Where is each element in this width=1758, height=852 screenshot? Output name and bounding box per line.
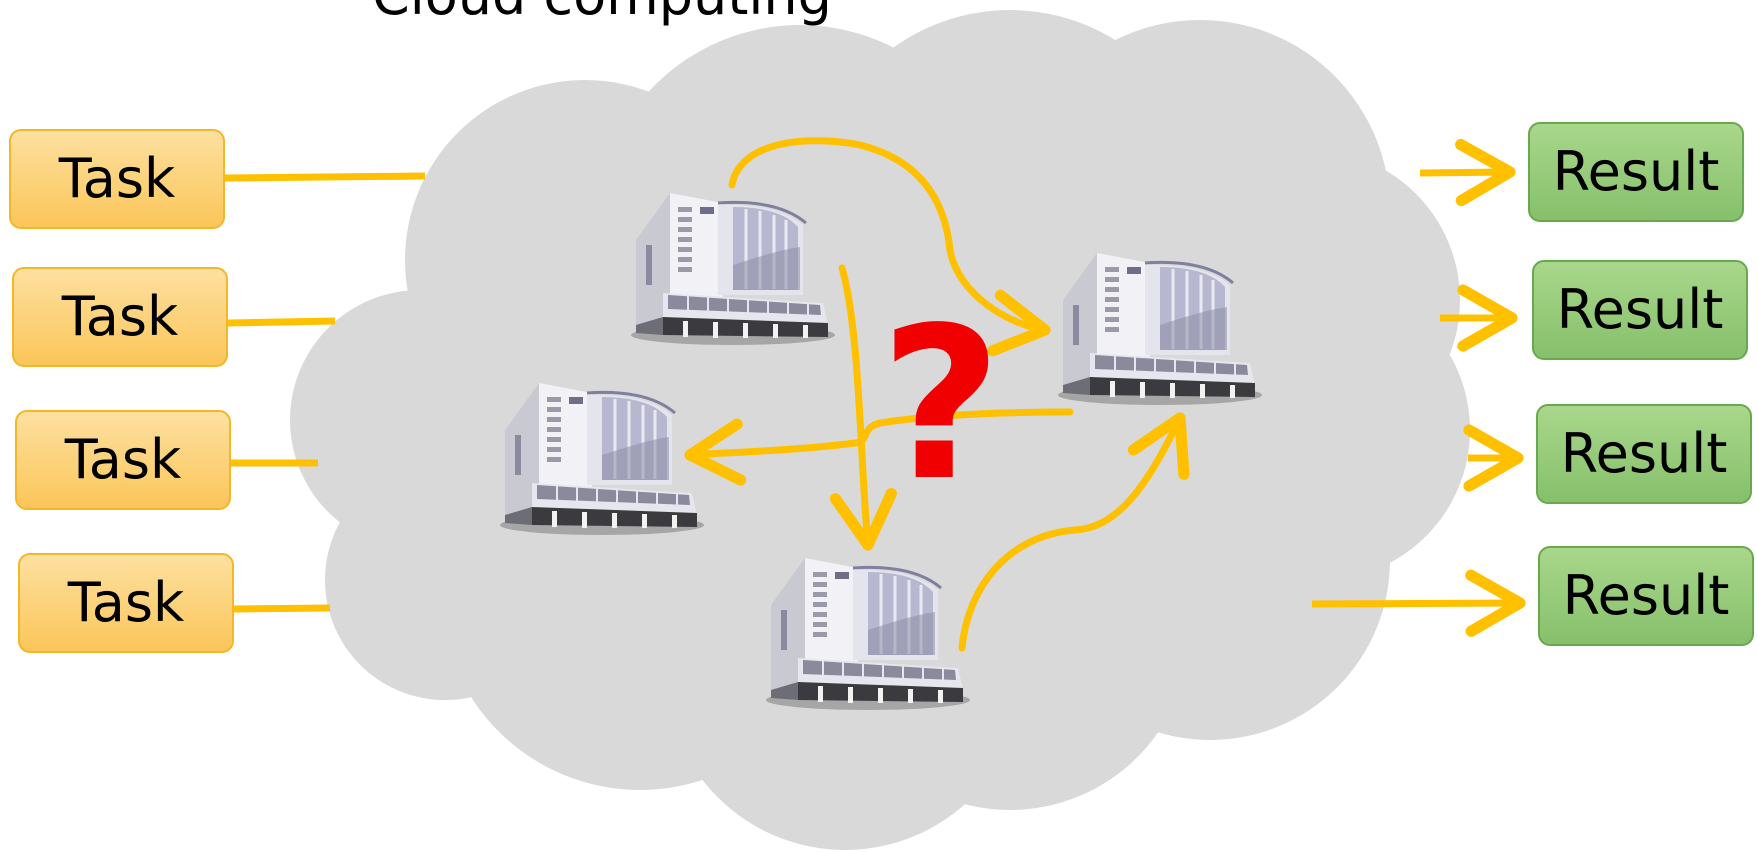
internal-arrows <box>684 137 1190 652</box>
task-box: Task <box>12 267 228 367</box>
task-input-lines <box>224 172 426 613</box>
task-box: Task <box>18 553 234 653</box>
task-box: Task <box>9 129 225 229</box>
result-box: Result <box>1538 546 1754 646</box>
result-box: Result <box>1528 122 1744 222</box>
task-box: Task <box>15 410 231 510</box>
question-mark: ? <box>880 282 1002 527</box>
result-box: Result <box>1532 260 1748 360</box>
diagram-title: Cloud computing <box>372 0 832 27</box>
result-box: Result <box>1536 404 1752 504</box>
result-output-arrows <box>1311 138 1526 637</box>
